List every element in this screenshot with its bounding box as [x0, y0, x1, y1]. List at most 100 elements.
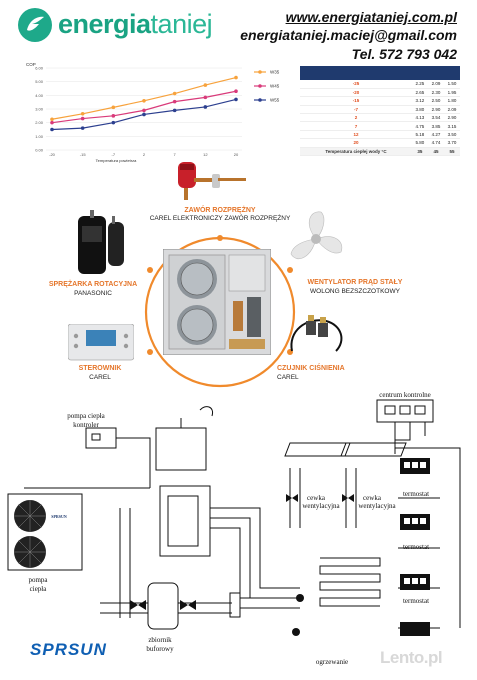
data-point [111, 120, 116, 125]
controller-label-1: pompa ciepła [67, 412, 105, 420]
cop-cell: 1.50 [443, 80, 460, 89]
fan-title: WENTYLATOR PRĄD STAŁY [307, 279, 403, 286]
heat-pump-interior-icon [163, 249, 271, 355]
legend-label: W55 [270, 98, 280, 103]
footer-cell: 55 [443, 147, 460, 157]
data-point [80, 111, 85, 116]
cop-cell: 4.74 [427, 138, 444, 148]
cop-cell: 2.09 [443, 105, 460, 115]
data-point [142, 112, 146, 117]
x-tick-label: 2 [143, 152, 146, 157]
cop-cell: 4.13 [411, 113, 428, 123]
data-point [203, 83, 208, 87]
cop-cell: 2.30 [427, 88, 444, 98]
fan-coil-1-label-a: cewka [307, 494, 325, 502]
data-point [142, 99, 146, 103]
data-point [50, 117, 54, 122]
legend-marker [258, 84, 262, 88]
cop-cell: 4.27 [427, 130, 444, 140]
fan-coil-2-label-b: wentylacyjna [358, 502, 396, 510]
temperature-cell: 2 [300, 113, 412, 123]
fan-blade-icon [290, 211, 343, 259]
y-tick-label: 6.00 [35, 66, 44, 71]
cop-cell: 1.95 [443, 88, 460, 98]
unit-brand-label: SPRSUN [51, 514, 67, 519]
series-line-w45 [51, 90, 237, 124]
lento-watermark: Lento.pl [380, 648, 443, 667]
data-point [203, 105, 208, 109]
temperature-cell: -7 [300, 105, 412, 115]
valve-title: ZAWÓR ROZPRĘŻNY [184, 207, 256, 214]
cop-cell: 2.09 [427, 80, 444, 89]
x-tick-label: -15 [80, 152, 87, 157]
cop-cell: 4.75 [411, 121, 428, 131]
data-point [234, 75, 238, 80]
y-tick-label: 5.00 [35, 79, 44, 84]
cop-cell: 2.90 [443, 113, 460, 123]
footer-cell: 35 [411, 147, 428, 157]
data-point [234, 97, 238, 102]
cop-cell: 3.54 [427, 113, 444, 123]
expansion-valve-icon [178, 162, 246, 200]
cop-cell: 2.25 [411, 80, 428, 89]
phone-text: Tel. 572 793 042 [351, 46, 457, 62]
data-point [50, 127, 54, 132]
y-tick-label: 4.00 [35, 93, 44, 98]
legend-label: W45 [270, 84, 280, 89]
cop-cell: 3.80 [411, 105, 428, 115]
email-text[interactable]: energiataniej.maciej@gmail.com [240, 27, 457, 43]
x-axis-label: Temperatura powietrza [96, 158, 137, 163]
data-point [234, 89, 238, 94]
x-tick-label: -7 [112, 152, 116, 157]
cop-cell: 3.50 [443, 130, 460, 140]
controller-icon [68, 324, 134, 361]
heat-pump-label-2: ciepła [29, 585, 47, 593]
components-circle [144, 235, 296, 388]
website-link[interactable]: www.energiataniej.com.pl [285, 9, 457, 25]
temperature-cell: -25 [300, 80, 412, 89]
x-tick-label: 12 [203, 152, 208, 157]
pressure-sensor-icon [290, 315, 343, 352]
y-tick-label: 3.00 [35, 107, 44, 112]
table-header-row [300, 66, 460, 80]
logo-icon [18, 8, 52, 42]
cop-cell: 2.50 [427, 96, 444, 106]
y-axis-label: COP [26, 62, 36, 67]
y-tick-label: 1.00 [35, 134, 44, 139]
cop-cell: 5.80 [411, 138, 428, 148]
data-point [111, 114, 116, 118]
y-tick-label: 0.00 [35, 148, 44, 153]
temperature-cell: 20 [300, 138, 412, 148]
legend-label: W35 [270, 70, 280, 75]
data-point [111, 105, 116, 110]
fan-coil-1-label-b: wentylacyjna [302, 502, 340, 510]
heating-label: ogrzewanie [315, 658, 349, 666]
central-control-label: centrum kontrolne [379, 391, 431, 399]
compressor-subtitle: PANASONIC [74, 290, 112, 297]
cop-cell: 1.80 [443, 96, 460, 106]
legend-marker [258, 98, 262, 102]
data-point [142, 108, 146, 113]
cop-cell: 3.85 [427, 121, 444, 131]
cop-cell: 3.12 [411, 96, 428, 106]
controller-subtitle: CAREL [89, 374, 111, 381]
buffer-tank-label-1: zbiornik [148, 636, 172, 644]
compressor-title: SPRĘŻARKA ROTACYJNA [48, 281, 138, 288]
footer-cell: Temperatura ciepłej wody °C [300, 147, 412, 157]
cop-cell: 5.18 [411, 130, 428, 140]
buffer-tank-label-2: buforowy [146, 645, 174, 653]
x-tick-label: 7 [174, 152, 177, 157]
thermostat-label-1: termostat [402, 490, 430, 498]
logo-light: taniej [150, 9, 213, 39]
data-point [172, 91, 177, 96]
data-point [50, 120, 54, 125]
